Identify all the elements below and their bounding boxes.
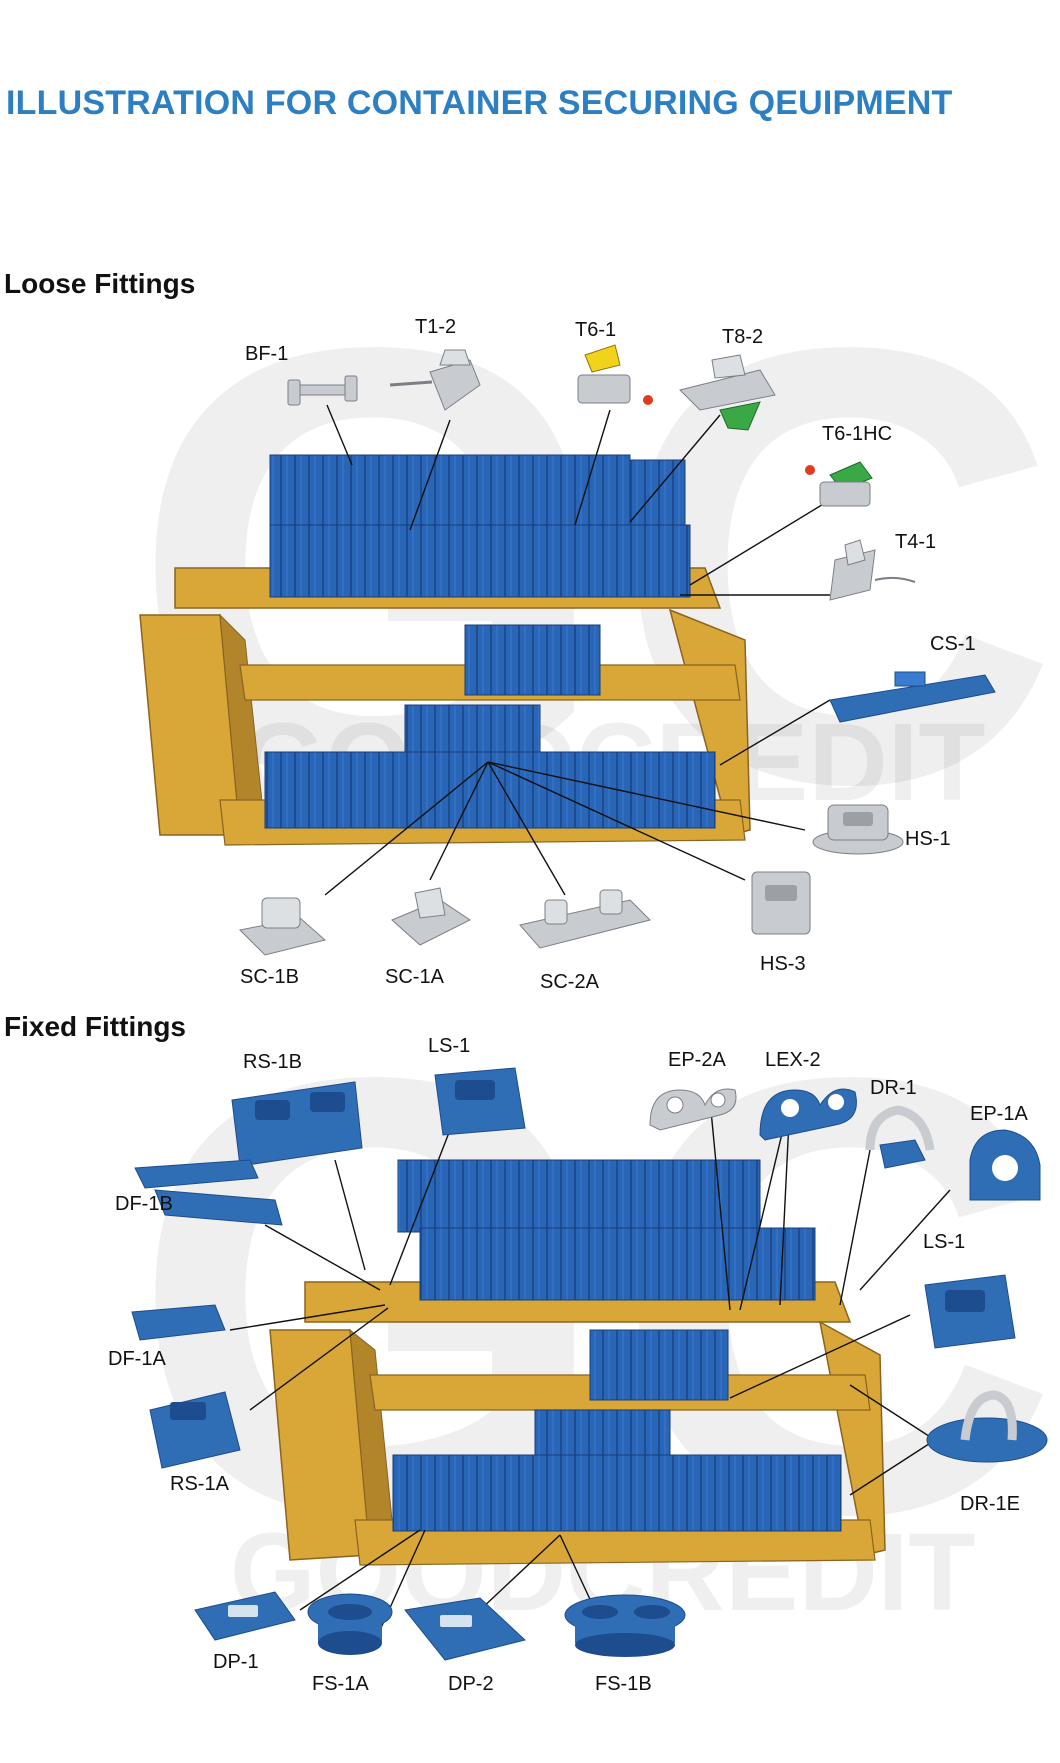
fixed-container-stack: [392, 1159, 842, 1532]
fixed-labels: RS-1B LS-1 EP-2A LEX-2 DR-1 EP-1A DF-1B …: [108, 1035, 1028, 1695]
label-dr-1: DR-1: [870, 1077, 917, 1099]
label-ep-1a: EP-1A: [970, 1103, 1028, 1125]
label-df-1a: DF-1A: [108, 1348, 166, 1370]
label-t4-1: T4-1: [895, 531, 936, 553]
eye-plate-icon: [649, 1088, 737, 1131]
dovetail-foundation-icon: [134, 1159, 283, 1226]
d-ring-icon-2: [926, 1390, 1048, 1463]
stacking-plate-icon: [829, 671, 996, 723]
label-dr-1e: DR-1E: [960, 1493, 1020, 1515]
label-sc-1b: SC-1B: [240, 966, 299, 988]
fixed-leader-lines: [229, 1099, 951, 1631]
label-ep-2a: EP-2A: [668, 1049, 726, 1071]
label-t8-2: T8-2: [722, 326, 763, 348]
label-fs-1a: FS-1A: [312, 1673, 369, 1695]
stacking-cone-icon-2: [391, 887, 471, 946]
fixed-fittings-heading: Fixed Fittings: [4, 1011, 186, 1042]
raised-socket-icon-2: [149, 1391, 241, 1469]
loose-leader-lines: [324, 404, 831, 896]
eye-plate-icon-2: [969, 1129, 1041, 1201]
label-fs-1b: FS-1B: [595, 1673, 652, 1695]
hatch-stacker-icon: [812, 804, 904, 855]
label-t6-1: T6-1: [575, 319, 616, 341]
flush-socket-icon: [307, 1593, 393, 1655]
d-ring-icon: [865, 1105, 935, 1169]
page-title: ILLUSTRATION FOR CONTAINER SECURING QEUI…: [6, 84, 953, 122]
label-sc-1a: SC-1A: [385, 966, 445, 988]
bridge-fitting-icon: [287, 375, 358, 406]
label-lex-2: LEX-2: [765, 1049, 821, 1071]
loose-fittings-heading: Loose Fittings: [4, 268, 196, 299]
label-t1-2: T1-2: [415, 316, 456, 338]
twistlock-green-icon: [679, 354, 776, 431]
label-df-1b: DF-1B: [115, 1193, 173, 1215]
label-hs-3: HS-3: [760, 953, 806, 975]
stacking-cone-icon: [238, 897, 327, 956]
label-rs-1b: RS-1B: [243, 1051, 302, 1073]
twistlock-green-small-icon: [805, 461, 873, 507]
label-ls-1-right: LS-1: [923, 1231, 965, 1253]
deck-plate-icon: [194, 1591, 296, 1641]
label-ls-1-top: LS-1: [428, 1035, 470, 1057]
twistlock-yellow-icon: [577, 344, 653, 405]
twistlock-icon: [389, 349, 481, 411]
label-rs-1a: RS-1A: [170, 1473, 230, 1495]
hatch-stacker-icon-2: [751, 871, 811, 935]
dovetail-foundation-icon-2: [131, 1304, 226, 1341]
label-bf-1: BF-1: [245, 343, 288, 365]
lashing-socket-icon-2: [924, 1274, 1016, 1349]
label-hs-1: HS-1: [905, 828, 951, 850]
loose-labels: BF-1 T1-2 T6-1 T8-2 T6-1HC T4-1 CS-1 HS-…: [240, 316, 976, 993]
lashing-eye-icon: [759, 1088, 857, 1141]
label-t6-1hc: T6-1HC: [822, 423, 892, 445]
label-cs-1: CS-1: [930, 633, 976, 655]
lashing-socket-icon: [434, 1067, 526, 1136]
raised-socket-icon: [231, 1081, 363, 1167]
deck-plate-icon-2: [404, 1597, 527, 1661]
double-stacking-cone-icon: [519, 889, 651, 949]
label-sc-2a: SC-2A: [540, 971, 600, 993]
twistlock-manual-icon: [829, 539, 916, 601]
label-dp-1: DP-1: [213, 1651, 259, 1673]
loose-container-stack: [264, 454, 716, 829]
flush-socket-icon-2: [564, 1594, 686, 1657]
label-dp-2: DP-2: [448, 1673, 494, 1695]
